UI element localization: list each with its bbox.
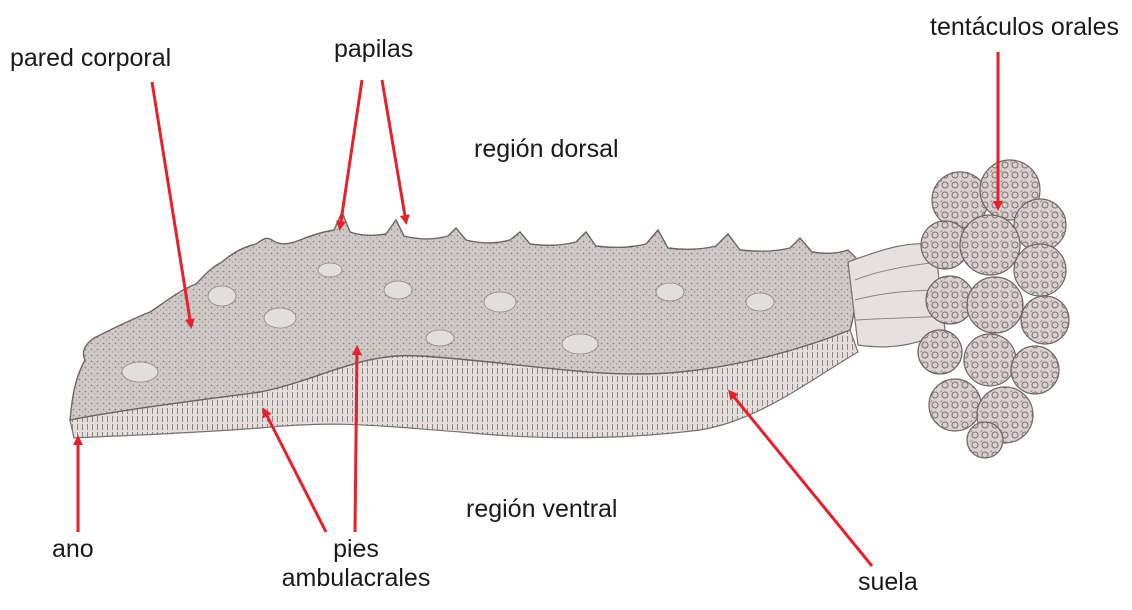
label-pies-line1: pies xyxy=(266,535,446,564)
label-pies-line2: ambulacrales xyxy=(266,564,446,593)
label-papilas: papilas xyxy=(334,35,413,64)
arrow-pies-left xyxy=(264,410,326,532)
label-suela: suela xyxy=(858,568,918,597)
arrow-suela xyxy=(730,392,872,566)
arrow-pies-center xyxy=(355,348,357,532)
label-pared-corporal: pared corporal xyxy=(10,44,171,73)
label-ano: ano xyxy=(52,535,94,564)
arrow-pared-corporal xyxy=(152,82,191,326)
arrow-papilas-right xyxy=(382,80,406,222)
oral-tentacles xyxy=(918,160,1069,458)
label-region-dorsal: región dorsal xyxy=(474,135,619,164)
arrow-papilas-left xyxy=(340,80,362,228)
label-pies-ambulacrales: pies ambulacrales xyxy=(266,535,446,593)
label-region-ventral: región ventral xyxy=(466,495,617,524)
label-tentaculos-orales: tentáculos orales xyxy=(930,13,1119,42)
